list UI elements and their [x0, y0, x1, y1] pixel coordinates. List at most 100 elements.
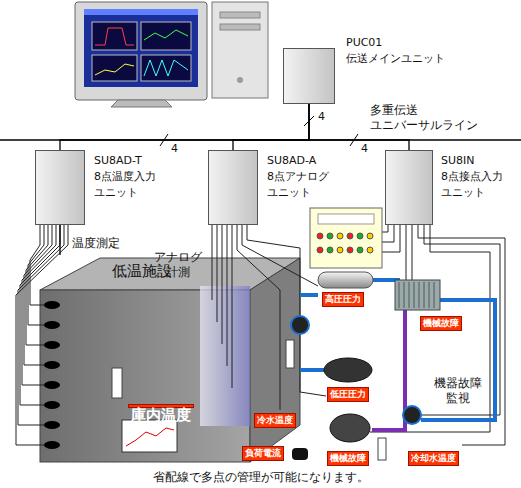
- signal-wire: [382, 225, 394, 242]
- annotation: 機器故障 監視: [430, 376, 486, 406]
- control-panel: [310, 208, 382, 268]
- computer-monitor: [75, 2, 207, 100]
- pc-tower: [220, 12, 260, 18]
- low-temp-facility: [122, 420, 177, 452]
- signal-wire: [421, 225, 500, 415]
- node-title: 負荷電流: [245, 448, 281, 459]
- signal-wire: [227, 225, 228, 366]
- machinery: [330, 414, 370, 442]
- indicator-lamp: [337, 247, 343, 253]
- computer-monitor: [84, 9, 198, 15]
- signal-wire: [412, 225, 413, 280]
- node-title: PUC01: [346, 35, 466, 51]
- signal-wire: [406, 225, 407, 280]
- temperature-sensor: [44, 301, 60, 449]
- temperature-sensor: [44, 341, 60, 349]
- sensor-wire: [59, 225, 60, 255]
- signal-wire: [24, 225, 52, 365]
- annotation: 多重伝送 ユニバーサルライン: [370, 103, 488, 133]
- machinery: [324, 358, 372, 382]
- machinery: [291, 316, 309, 334]
- machinery: [403, 406, 421, 424]
- temperature-sensor: [44, 321, 60, 329]
- temperature-sensor: [44, 361, 60, 369]
- indicator-lamp: [367, 247, 373, 253]
- node-title: 高圧圧力: [325, 294, 361, 305]
- condenser-fin: [399, 282, 434, 308]
- signal-wire: [382, 225, 388, 232]
- condenser-fin: [419, 282, 420, 308]
- indicator-lamp: [317, 233, 373, 253]
- refrigeration-piping: [373, 280, 398, 282]
- temperature-sensor: [44, 381, 60, 389]
- signal-wire: [20, 225, 60, 405]
- machinery: [292, 448, 308, 460]
- node-text: 8点アナログ ユニット: [267, 169, 337, 201]
- control-panel: [310, 208, 382, 268]
- low-temp-facility: [126, 428, 174, 446]
- indicator-lamp: [347, 247, 353, 253]
- node-title: 機械故障: [423, 318, 459, 329]
- node-text: 8点接点入力 ユニット: [441, 169, 511, 201]
- signal-wire: [16, 225, 505, 445]
- signal-tag: 低圧圧力: [327, 387, 369, 402]
- node-title: 低圧圧力: [330, 389, 366, 400]
- signal-wire: [22, 225, 56, 385]
- unit-label: SU8AD-A8点アナログ ユニット: [267, 153, 337, 201]
- indicator-lamp: [357, 247, 363, 253]
- condenser-fin: [404, 282, 405, 308]
- computer-monitor: [141, 22, 191, 50]
- signal-tag: 機械故障: [327, 451, 369, 466]
- computer-monitor: [92, 22, 137, 50]
- machinery: [395, 280, 440, 310]
- condenser-fin: [434, 282, 435, 308]
- facility-box: 低温施設庫内温度: [40, 255, 302, 465]
- transmission-unit: SU8IN8点接点入力 ユニット: [385, 150, 433, 225]
- condenser-fin: [429, 282, 430, 308]
- computer-monitor: [92, 55, 137, 81]
- unit-label: SU8IN8点接点入力 ユニット: [441, 153, 511, 201]
- condenser-fin: [399, 282, 400, 308]
- indicator-lamp: [327, 247, 333, 253]
- wire-count: 4: [318, 110, 325, 124]
- refrigeration-piping: [300, 368, 324, 372]
- signal-wire: [232, 225, 233, 388]
- refrigeration-piping: [372, 310, 405, 430]
- indicator-lamp: [367, 233, 373, 239]
- indicator-lamp: [317, 233, 323, 239]
- annotation: 温度測定: [72, 236, 120, 251]
- low-temp-facility: [200, 286, 250, 426]
- indicator-lamp: [317, 247, 323, 253]
- signal-tag: 冷却水温度: [408, 451, 459, 466]
- low-temp-facility: [250, 258, 300, 462]
- node-title: 冷水温度: [257, 415, 293, 426]
- low-temp-facility: [40, 258, 300, 462]
- condenser-fin: [409, 282, 410, 308]
- refrigeration-piping: [421, 300, 495, 420]
- signal-tag: 高圧圧力: [322, 292, 364, 307]
- node-title: 冷却水温度: [411, 453, 456, 464]
- condenser-fin: [414, 282, 415, 308]
- indicator-lamp: [327, 233, 333, 239]
- caption: 省配線で多点の管理が可能になります。: [0, 469, 521, 486]
- signal-wire: [418, 225, 505, 445]
- node-title: SU8AD-A: [267, 153, 337, 169]
- signal-wire: [242, 225, 318, 286]
- computer-monitor: [144, 30, 188, 40]
- pc-tower: [212, 2, 268, 98]
- signal-tag: 庫内温度: [128, 404, 194, 408]
- temperature-sensor: [44, 421, 60, 429]
- signal-wire: [370, 225, 490, 432]
- node-title: SU8IN: [441, 153, 511, 169]
- machinery: [286, 272, 440, 460]
- refrigeration-piping: [291, 280, 495, 430]
- machinery: [378, 438, 386, 460]
- signal-wire: [217, 225, 218, 322]
- indicator-lamp: [347, 233, 353, 239]
- computer-monitor: [111, 100, 172, 107]
- machinery: [286, 340, 294, 368]
- indicator-lamp: [357, 233, 363, 239]
- node-title: 機械故障: [330, 453, 366, 464]
- signal-tag: 負荷電流: [242, 446, 284, 461]
- signal-wire: [16, 225, 68, 445]
